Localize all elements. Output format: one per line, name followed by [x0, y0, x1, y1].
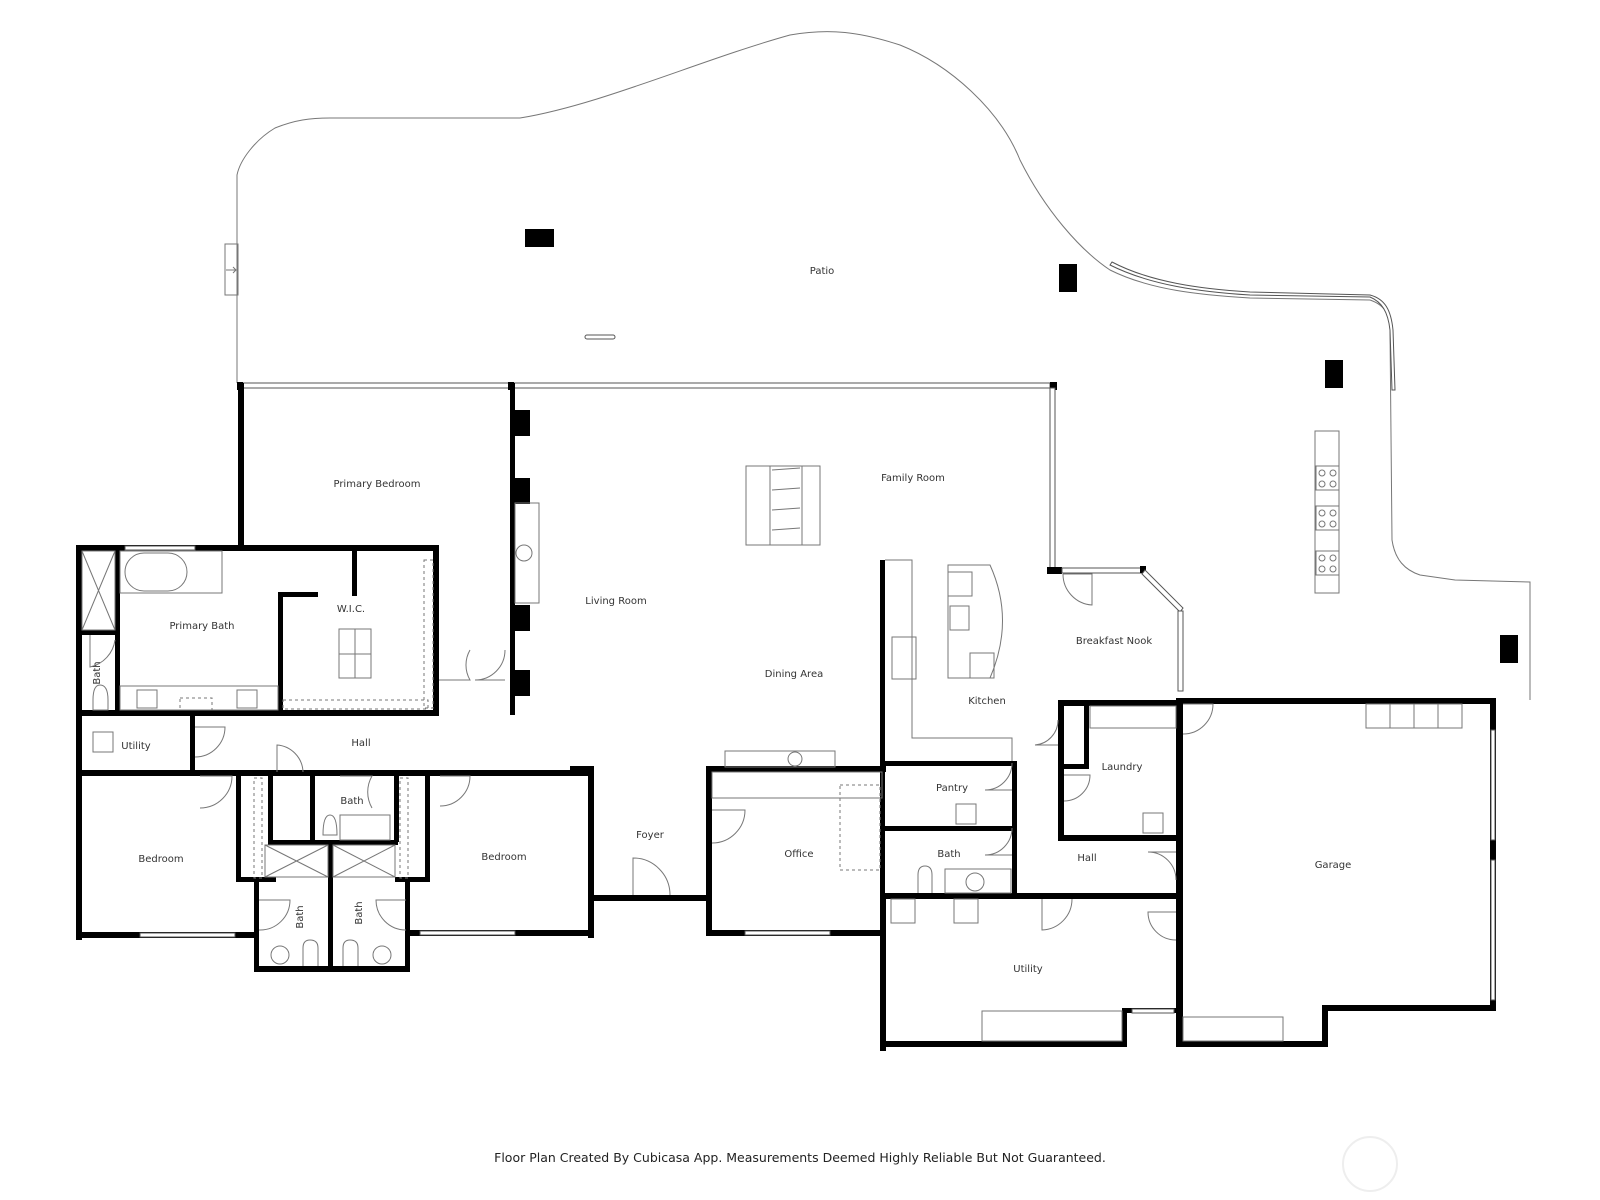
label-laundry: Laundry	[1102, 762, 1143, 773]
patio-outline	[224, 31, 1531, 700]
label-family-room: Family Room	[881, 473, 945, 484]
label-foyer: Foyer	[636, 830, 665, 841]
label-primary-bath: Primary Bath	[169, 621, 234, 632]
label-kitchen: Kitchen	[968, 696, 1006, 707]
walls	[76, 383, 1496, 1051]
label-wic: W.I.C.	[337, 604, 365, 615]
label-bath-hall: Bath	[340, 796, 363, 807]
label-office: Office	[784, 849, 813, 860]
label-hall-east: Hall	[1077, 853, 1096, 864]
room-labels: Patio Primary Bedroom Primary Bath W.I.C…	[92, 266, 1351, 975]
label-bedroom-west: Bedroom	[138, 854, 183, 865]
label-bath-jack-right: Bath	[354, 901, 365, 924]
doors	[89, 573, 1214, 941]
disclaimer-footer: Floor Plan Created By Cubicasa App. Meas…	[494, 1150, 1106, 1165]
label-breakfast-nook: Breakfast Nook	[1076, 636, 1152, 647]
windows	[124, 545, 1496, 1014]
label-pantry: Pantry	[936, 783, 968, 794]
label-dining-area: Dining Area	[765, 669, 823, 680]
label-bath-kitchen: Bath	[937, 849, 960, 860]
north-window-wall	[237, 382, 1184, 692]
label-hall-west: Hall	[351, 738, 370, 749]
label-patio: Patio	[810, 266, 835, 277]
outdoor-kitchen	[1314, 430, 1340, 594]
label-primary-bedroom: Primary Bedroom	[333, 479, 420, 490]
label-bedroom-east: Bedroom	[481, 852, 526, 863]
label-garage: Garage	[1315, 860, 1352, 871]
fixtures	[81, 465, 1463, 1042]
label-utility-east: Utility	[1013, 964, 1042, 975]
watermark-logo	[1342, 1136, 1398, 1192]
label-living-room: Living Room	[585, 596, 646, 607]
label-primary-wc: Bath	[92, 661, 103, 684]
label-utility-west: Utility	[121, 741, 150, 752]
label-bath-jack-left: Bath	[295, 905, 306, 928]
